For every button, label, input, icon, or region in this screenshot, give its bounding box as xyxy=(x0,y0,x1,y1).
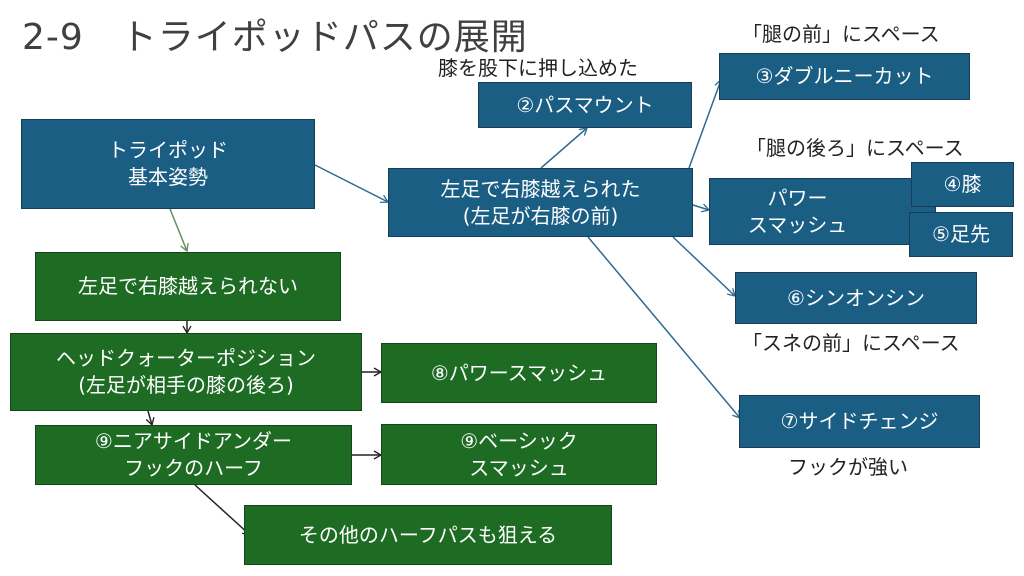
node-basic-smash: ⑨ベーシック スマッシュ xyxy=(381,424,657,485)
node-power-smash: パワー スマッシュ xyxy=(709,178,936,245)
node-line: パワー xyxy=(767,185,828,210)
node-line: ヘッドクォーターポジション xyxy=(56,346,316,370)
node-line: スマッシュ xyxy=(747,212,848,237)
node-line: 左足で右膝越えられた xyxy=(440,176,641,201)
node-label: ⑥シンオンシン xyxy=(787,285,925,310)
node-line: (左足が相手の膝の後ろ) xyxy=(78,373,294,397)
node-label: 左足で右膝越えられない xyxy=(78,274,298,298)
node-line: (左足が右膝の前) xyxy=(462,203,619,228)
side-change-note: フックが強い xyxy=(788,455,908,479)
node-tripod-base: トライポッド 基本姿勢 xyxy=(21,119,315,209)
arrow-headquarter-to-near-side-underhook xyxy=(145,410,155,427)
power-smash-note: 「腿の後ろ」にスペース xyxy=(746,136,964,160)
arrow-knee-passed-to-shin-on-shin xyxy=(672,236,736,297)
node-label: ③ダブルニーカット xyxy=(755,64,934,88)
node-line: フックのハーフ xyxy=(124,456,263,480)
node-shin-on-shin: ⑥シンオンシン xyxy=(735,272,977,324)
node-line: ⑨ニアサイドアンダー xyxy=(94,429,293,453)
node-pass-mount: ②パスマウント xyxy=(478,82,692,128)
node-label: ②パスマウント xyxy=(516,92,654,117)
node-line: スマッシュ xyxy=(469,455,569,480)
arrow-tripod-base-to-knee-not-passed xyxy=(169,208,189,253)
slide-title: 2-9 トライポッドパスの展開 xyxy=(22,17,528,58)
node-line: 基本姿勢 xyxy=(128,165,208,189)
arrow-knee-passed-to-power-smash-blue xyxy=(692,203,711,213)
arrow-knee-passed-to-double-knee-cut xyxy=(688,78,724,169)
node-side-change: ⑦サイドチェンジ xyxy=(739,395,980,448)
arrow-near-side-underhook-to-other-half-passes xyxy=(194,484,251,536)
node-label: ⑦サイドチェンジ xyxy=(780,409,939,433)
node-other-half-passes: その他のハーフパスも狙える xyxy=(244,505,612,565)
node-label: ⑧パワースマッシュ xyxy=(430,360,608,385)
node-toe: ⑤足先 xyxy=(909,212,1013,257)
arrow-knee-passed-to-side-change xyxy=(587,236,741,420)
node-knee-not-passed: 左足で右膝越えられない xyxy=(35,252,341,321)
node-line: トライポッド xyxy=(108,138,228,162)
node-near-side-underhook-half: ⑨ニアサイドアンダー フックのハーフ xyxy=(35,425,352,485)
node-knee: ④膝 xyxy=(911,162,1014,207)
node-line: ⑨ベーシック xyxy=(460,428,578,453)
node-headquarter-position: ヘッドクォーターポジション (左足が相手の膝の後ろ) xyxy=(10,333,362,411)
node-double-knee-cut: ③ダブルニーカット xyxy=(719,53,970,100)
shin-on-shin-note: 「スネの前」にスペース xyxy=(742,331,960,355)
pass-mount-note: 膝を股下に押し込めた xyxy=(438,56,638,80)
node-label: その他のハーフパスも狙える xyxy=(298,522,558,547)
node-label: ④膝 xyxy=(943,172,982,196)
node-label: ⑤足先 xyxy=(932,222,990,246)
double-knee-cut-note: 「腿の前」にスペース xyxy=(742,22,940,46)
node-knee-passed: 左足で右膝越えられた (左足が右膝の前) xyxy=(388,168,693,237)
arrow-knee-passed-to-pass-mount xyxy=(540,127,588,169)
node-power-smash-green: ⑧パワースマッシュ xyxy=(381,343,657,403)
arrow-tripod-base-to-knee-passed xyxy=(314,164,390,204)
